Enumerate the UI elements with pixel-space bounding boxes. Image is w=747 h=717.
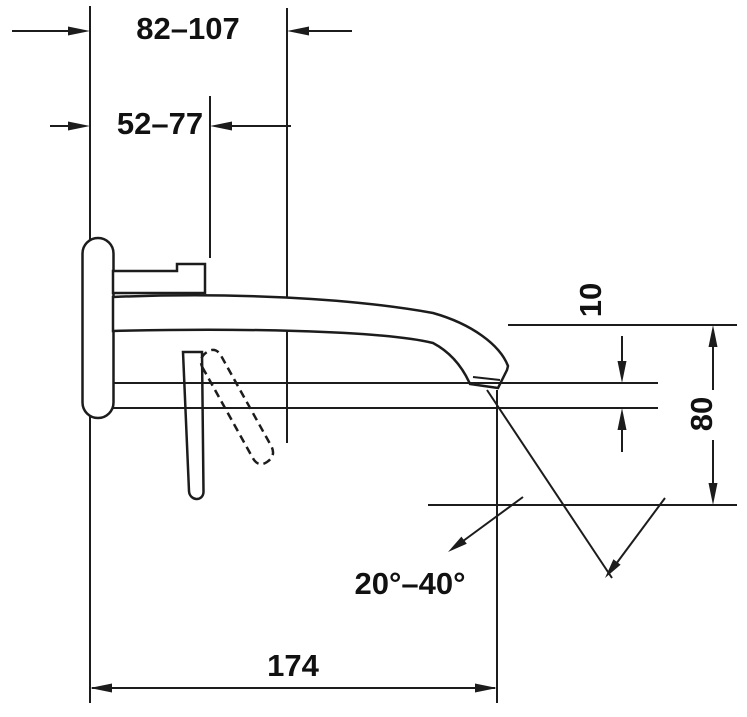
dimension-height: 80 (684, 325, 719, 505)
arrowhead-left-icon (287, 26, 309, 36)
dim-inner-width-label: 52–77 (117, 106, 203, 141)
reference-lines (113, 324, 737, 506)
dimension-spout-length: 174 (90, 648, 497, 693)
lever-down-dashed-position (199, 348, 275, 466)
mixer-lever-handle (111, 262, 207, 295)
water-angle-group (448, 389, 666, 579)
angle-arrow-left-head (448, 536, 467, 552)
dim-spout-length-label: 174 (267, 648, 319, 683)
arrowhead-left-icon (90, 683, 112, 693)
dimension-drop: 10 (573, 283, 627, 452)
arrowhead-right-icon (68, 26, 90, 36)
spout (111, 294, 510, 390)
wall-plate (81, 236, 115, 420)
arrowhead-up-icon (708, 325, 718, 347)
water-stream-line (486, 389, 613, 579)
angle-arrow-left-line (458, 496, 524, 545)
arrowhead-right-icon (475, 683, 497, 693)
dim-angle-label: 20°–40° (355, 566, 466, 601)
angle-arrow-right-head (605, 559, 621, 578)
dimension-top-width: 82–107 (12, 11, 352, 46)
arrowhead-right-icon (68, 121, 90, 131)
angle-arrow-right-line (615, 497, 666, 565)
arrowhead-up-icon (617, 408, 627, 430)
dim-drop-label: 10 (573, 283, 608, 317)
aerator-line (472, 376, 501, 381)
arrowhead-left-icon (210, 121, 232, 131)
dimension-inner-width: 52–77 (50, 106, 291, 141)
dim-top-width-label: 82–107 (136, 11, 239, 46)
faucet-body (81, 236, 510, 501)
lever-down-solid (181, 350, 205, 501)
arrowhead-down-icon (708, 483, 718, 505)
dim-height-label: 80 (684, 397, 719, 431)
arrowhead-down-icon (617, 361, 627, 383)
